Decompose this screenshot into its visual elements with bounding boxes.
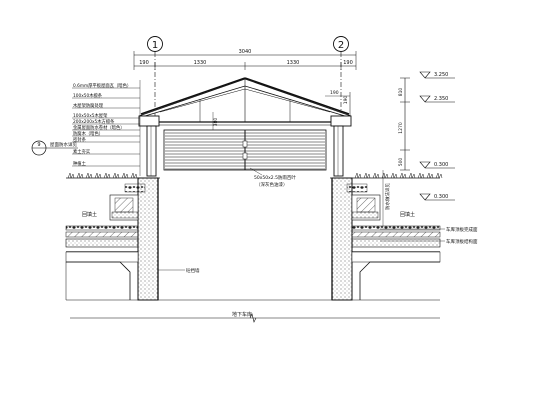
wall-note-text: 砼挡墙 <box>186 267 200 274</box>
axis-2-label: 2 <box>338 40 344 51</box>
level-top: 3.250 <box>419 71 455 79</box>
dim-total: 3040 <box>239 49 252 55</box>
right-soil-label: 回填土 <box>400 211 415 218</box>
grass-tuft <box>372 172 380 179</box>
dim-left-span: 1330 <box>194 60 207 66</box>
dim-height-low: 500 <box>398 158 404 167</box>
wall-note: 砼挡墙 <box>158 267 200 274</box>
callout-label: 种植土 <box>73 160 87 167</box>
bottom-label: 地下车库 <box>232 311 252 318</box>
grass-tuft <box>121 172 129 179</box>
callout-label: 素土夯实 <box>73 148 91 155</box>
callout-label: 防腐木（暗色） <box>73 130 103 137</box>
dim-right-span: 1330 <box>287 60 300 66</box>
callout-label: 木屋架防腐处理 <box>73 102 104 109</box>
dim-height-mid: 1270 <box>398 122 404 134</box>
grass-tuft <box>399 172 407 179</box>
top-dimensions: 3040 190 1330 1330 190 <box>133 49 357 70</box>
callout-label: 金属屋面防水卷材（暗色） <box>73 124 125 131</box>
callout-label: 0.6mm厚平板屋面瓦（暗色） <box>73 82 131 89</box>
louver-panel: 380 <box>163 112 327 171</box>
right-retaining-wall <box>331 177 353 301</box>
grass-tuft <box>426 172 434 179</box>
grass-tuft <box>435 172 443 179</box>
detail-mark-number: 9 <box>37 142 40 148</box>
dim-eave-left: 190 <box>330 90 339 96</box>
right-dimensions: 810 1270 500 190 190 <box>325 77 410 171</box>
louver-note-text: 50x50x2.5防雨百叶 <box>254 174 296 181</box>
dim-height-top: 810 <box>398 88 404 97</box>
dim-louver-height: 380 <box>213 118 219 127</box>
callout-label: 200x200x5木方檩条 <box>73 118 115 125</box>
detail-mark: 9 屋面防水详见 <box>31 140 78 156</box>
right-notes: 防水做法详见 车库顶板完成面 车库顶板结构面 <box>380 170 478 245</box>
grass-tuft <box>381 172 389 179</box>
louver-sub-text: （深灰色油漆） <box>256 181 288 188</box>
right-level1-note: 车库顶板完成面 <box>446 226 478 233</box>
left-soil-label: 回填土 <box>82 211 97 218</box>
right-column <box>330 115 352 177</box>
level-top-text: 3.250 <box>434 72 448 78</box>
right-footing <box>351 194 381 221</box>
level-eave-text: 2.350 <box>434 96 448 102</box>
louver-note: 50x50x2.5防雨百叶 （深灰色油漆） <box>249 167 296 188</box>
callout-label: 密封条 <box>73 136 87 143</box>
dim-right-offset: 190 <box>343 60 353 66</box>
level-sub-text: 0.300 <box>434 194 448 200</box>
axis-1-label: 1 <box>152 40 158 51</box>
bottom-line: 地下车库 <box>70 311 440 323</box>
grass-tuft <box>363 172 371 179</box>
right-wall-note: 防水做法详见 <box>384 183 391 210</box>
left-column <box>138 115 160 177</box>
detail-mark-text: 屋面防水详见 <box>50 141 77 148</box>
level-ground-text: 0.300 <box>434 162 448 168</box>
dim-eave-right: 190 <box>343 96 349 105</box>
grass-tuft <box>94 172 102 179</box>
grass-tuft <box>408 172 416 179</box>
axis-1: 1 <box>147 36 163 118</box>
left-footing <box>109 194 139 221</box>
level-sub: 0.300 <box>419 193 455 201</box>
dim-left-offset: 190 <box>139 60 149 66</box>
level-eave: 2.350 <box>419 95 455 103</box>
grass-tuft <box>67 172 75 179</box>
lower-structure <box>65 261 440 301</box>
grass-tuft <box>390 172 398 179</box>
callout-label: 100x50木檩条 <box>73 92 103 99</box>
right-level2-note: 车库顶板结构面 <box>446 238 478 245</box>
grass-tuft <box>76 172 84 179</box>
axis-2: 2 <box>333 36 349 118</box>
roof <box>138 77 352 126</box>
level-ground: 0.300 <box>419 161 455 169</box>
callout-label: 100x50x5木屋架 <box>73 112 108 119</box>
grass-tuft <box>130 172 138 179</box>
grass-tuft <box>103 172 111 179</box>
garage-roof-slab <box>65 225 441 263</box>
grass-tuft <box>354 172 362 179</box>
left-retaining-wall <box>137 177 159 301</box>
grass-tuft <box>85 172 93 179</box>
grass-tuft <box>112 172 120 179</box>
grass-tuft <box>417 172 425 179</box>
